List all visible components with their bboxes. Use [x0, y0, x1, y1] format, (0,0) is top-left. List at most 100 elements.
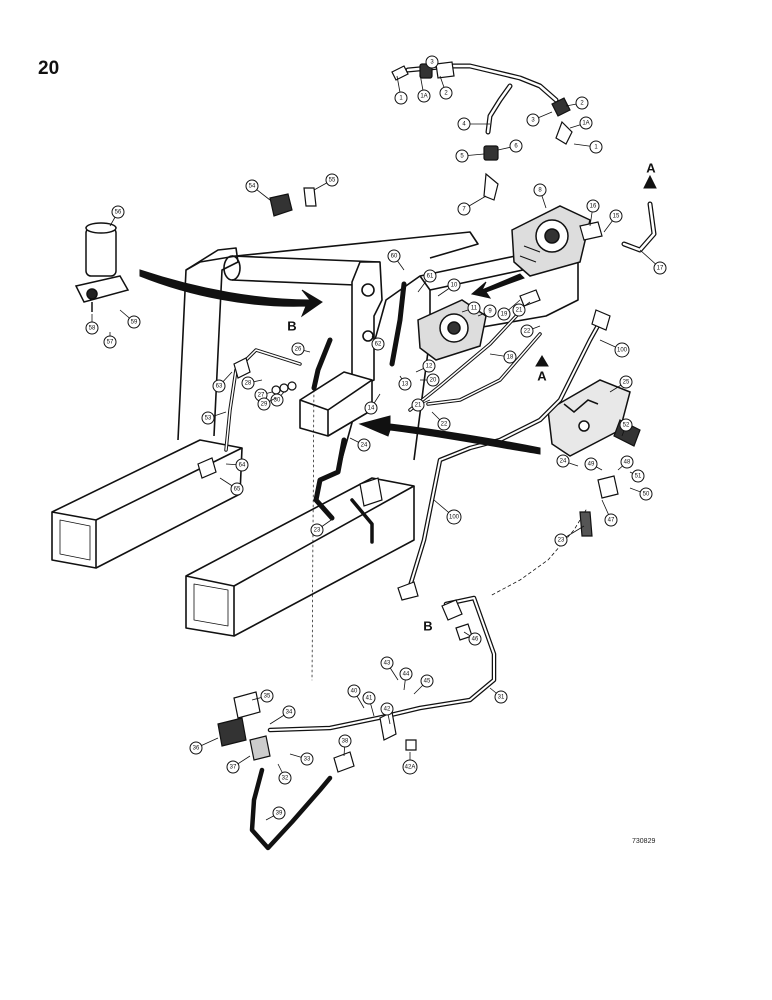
callout-c28: 19 [497, 299, 521, 321]
callout-number: 44 [403, 672, 410, 678]
callout-circle [270, 393, 284, 407]
callout-c62: 43 [380, 656, 399, 681]
callout-circle [85, 321, 99, 335]
callout-c24: 61 [417, 269, 437, 293]
fittings [197, 61, 641, 773]
callout-c13: 8 [533, 183, 547, 209]
callout-circle [467, 301, 481, 315]
callout-circle [278, 771, 292, 785]
callout-circle [357, 438, 371, 452]
callout-number: 57 [107, 340, 114, 346]
callout-c15: 15 [603, 209, 623, 233]
callout-c58: 23 [554, 525, 585, 547]
callout-circle [417, 89, 431, 103]
callout-number: 16 [590, 204, 597, 210]
callout-circle [387, 249, 401, 263]
callout-circle [201, 411, 215, 425]
callout-c54: 48 [617, 455, 634, 471]
callout-c68: 31 [489, 687, 508, 704]
callout-number: 53 [205, 416, 212, 422]
callout-number: 1 [399, 96, 403, 102]
callout-c33: 12 [415, 359, 436, 373]
callout-number: 100 [449, 515, 460, 521]
callout-number: 54 [249, 184, 256, 190]
callout-number: 2 [444, 91, 448, 97]
callout-circle [609, 209, 623, 223]
callout-number: 25 [623, 380, 630, 386]
callout-number: 22 [441, 422, 448, 428]
callout-c12: 7 [457, 195, 487, 216]
callout-number: 49 [588, 462, 595, 468]
callout-c67: 42 [380, 702, 394, 725]
callout-number: 22 [524, 329, 531, 335]
callout-c43: 14 [364, 393, 381, 415]
callout-number: 27 [258, 393, 265, 399]
callout-circle [620, 455, 634, 469]
callout-circle [423, 269, 437, 283]
callout-number: 46 [472, 637, 479, 643]
callout-number: 30 [274, 398, 281, 404]
callout-c74: 32 [277, 763, 292, 785]
callout-c60: 100 [433, 499, 462, 525]
callout-circle [364, 401, 378, 415]
callout-number: 29 [261, 402, 268, 408]
callout-number: 38 [342, 739, 349, 745]
callout-circle [619, 418, 633, 432]
callout-number: 64 [239, 463, 246, 469]
drawing-number: 730829 [632, 838, 656, 845]
callout-number: 5 [460, 154, 464, 160]
callout-circle [575, 96, 589, 110]
callout-c32: 62 [371, 335, 385, 351]
callout-number: 36 [193, 746, 200, 752]
callout-circle [300, 752, 314, 766]
callout-c16: 17 [639, 249, 667, 275]
callout-c5: 4 [457, 117, 490, 131]
callout-number: 8 [538, 188, 542, 194]
callout-circle [245, 179, 259, 193]
callout-c53: 49 [584, 457, 603, 471]
callout-circle [425, 55, 439, 69]
callout-number: 6 [514, 144, 518, 150]
callout-c30: 22 [520, 324, 541, 338]
oil-filter [74, 222, 130, 312]
callout-circle [455, 149, 469, 163]
callout-circle [212, 379, 226, 393]
callout-number: 4 [462, 122, 466, 128]
callout-c77: 39 [265, 806, 286, 821]
callout-number: 23 [314, 528, 321, 534]
callout-circle [226, 760, 240, 774]
callout-number: 17 [657, 266, 664, 272]
callout-circle [399, 667, 413, 681]
callout-circle [103, 335, 117, 349]
callout-number: 100 [617, 348, 628, 354]
callout-circle [509, 139, 523, 153]
callout-circle [556, 454, 570, 468]
callout-circle [422, 359, 436, 373]
callout-circle [494, 690, 508, 704]
callout-circle [310, 523, 324, 537]
callout-c35: 20 [420, 373, 440, 387]
callout-c6: 3 [526, 111, 553, 127]
callout-number: 61 [427, 274, 434, 280]
callout-c75: 38 [338, 734, 352, 757]
callout-circle [347, 684, 361, 698]
callout-circle [257, 397, 271, 411]
callout-circle [554, 533, 568, 547]
callout-number: 24 [560, 459, 567, 465]
callout-c29: 21 [512, 301, 531, 317]
callout-c48: 64 [225, 458, 249, 472]
callout-c44: 21 [411, 398, 431, 412]
callout-circle [362, 691, 376, 705]
callout-number: 21 [516, 308, 523, 314]
callout-c64: 45 [413, 674, 434, 695]
callout-c11: 6 [497, 139, 523, 153]
callout-circle [457, 117, 471, 131]
callout-number: 3 [531, 118, 535, 124]
callout-circle [437, 417, 451, 431]
callout-c70: 34 [269, 705, 296, 725]
page-number: 20 [38, 58, 60, 79]
callout-c76: 42A [402, 752, 418, 775]
callout-circle [230, 482, 244, 496]
letter-a-top: A [646, 161, 656, 176]
